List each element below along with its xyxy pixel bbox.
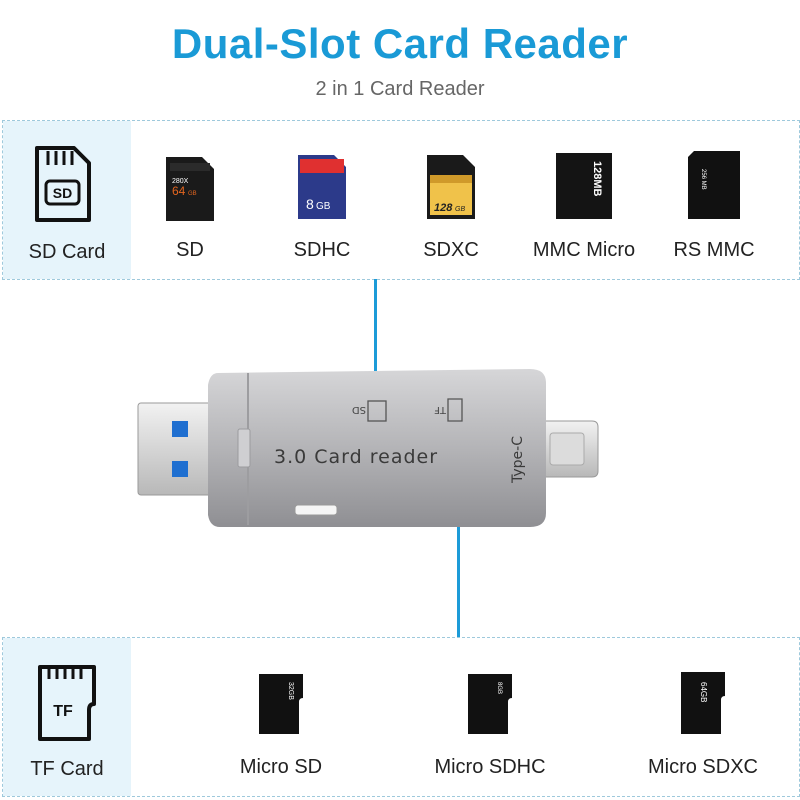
card-label-sdhc: SDHC (293, 239, 351, 261)
tf-card-icon: TF (38, 665, 96, 741)
svg-text:GB: GB (316, 201, 331, 212)
sdhc-card-image: 8 GB (298, 155, 346, 219)
svg-text:Type-C: Type-C (510, 436, 526, 484)
sd-card-icon: SD (35, 146, 91, 222)
sd-card-panel: SD SD Card 280X 64 GB SD 8 GB SDHC 128 (2, 120, 800, 280)
tf-category-label: TF Card (30, 758, 104, 780)
sd-card-image: 280X 64 GB (166, 157, 214, 221)
micro-usb-plug (529, 420, 599, 478)
card-label-micro-sdxc: Micro SDXC (647, 756, 758, 778)
svg-text:GB: GB (188, 191, 197, 197)
card-reader-device: SD TF 3.0 Card reader Type-C (137, 369, 599, 527)
card-label-micro-sd: Micro SD (239, 756, 323, 778)
page-subtitle: 2 in 1 Card Reader (315, 78, 485, 100)
svg-text:SD: SD (352, 404, 366, 415)
svg-text:64GB: 64GB (699, 682, 708, 702)
tf-category-cell: TF TF Card (3, 638, 131, 796)
card-label-sd: SD (176, 239, 204, 261)
svg-text:TF: TF (434, 404, 447, 415)
sd-category-label: SD Card (28, 241, 106, 263)
svg-text:128MB: 128MB (591, 161, 603, 197)
micro-sdxc-card-image: 64GB (681, 672, 725, 734)
svg-text:3.0 Card reader: 3.0 Card reader (274, 446, 438, 468)
card-label-mmc-micro: MMC Micro (532, 239, 636, 261)
svg-text:GB: GB (455, 206, 465, 213)
sd-connector-line (374, 279, 377, 399)
svg-text:128: 128 (434, 202, 453, 214)
card-label-rs-mmc: RS MMC (673, 239, 755, 261)
svg-text:64: 64 (172, 184, 186, 198)
tf-icon-text: TF (53, 703, 73, 720)
sd-category-cell: SD SD Card (3, 121, 131, 279)
svg-text:32GB: 32GB (287, 682, 294, 700)
svg-text:256 MB: 256 MB (700, 169, 706, 190)
micro-sd-card-image: 32GB (259, 674, 303, 734)
svg-text:8: 8 (306, 196, 314, 212)
usb-a-plug (137, 402, 219, 496)
svg-text:8GB: 8GB (496, 682, 502, 694)
card-label-sdxc: SDXC (423, 239, 479, 261)
svg-text:280X: 280X (172, 178, 189, 185)
page-title: Dual-Slot Card Reader (171, 20, 629, 67)
micro-sdhc-card-image: 8GB (468, 674, 512, 734)
card-label-micro-sdhc: Micro SDHC (434, 756, 546, 778)
tf-card-panel: TF TF Card 32GB Micro SD 8GB Micro SDHC … (2, 637, 800, 797)
sd-icon-text: SD (53, 185, 72, 201)
sdxc-card-image: 128 GB (427, 155, 475, 219)
mmc-micro-card-image: 128MB (556, 153, 612, 219)
rs-mmc-card-image: 256 MB (688, 151, 740, 219)
